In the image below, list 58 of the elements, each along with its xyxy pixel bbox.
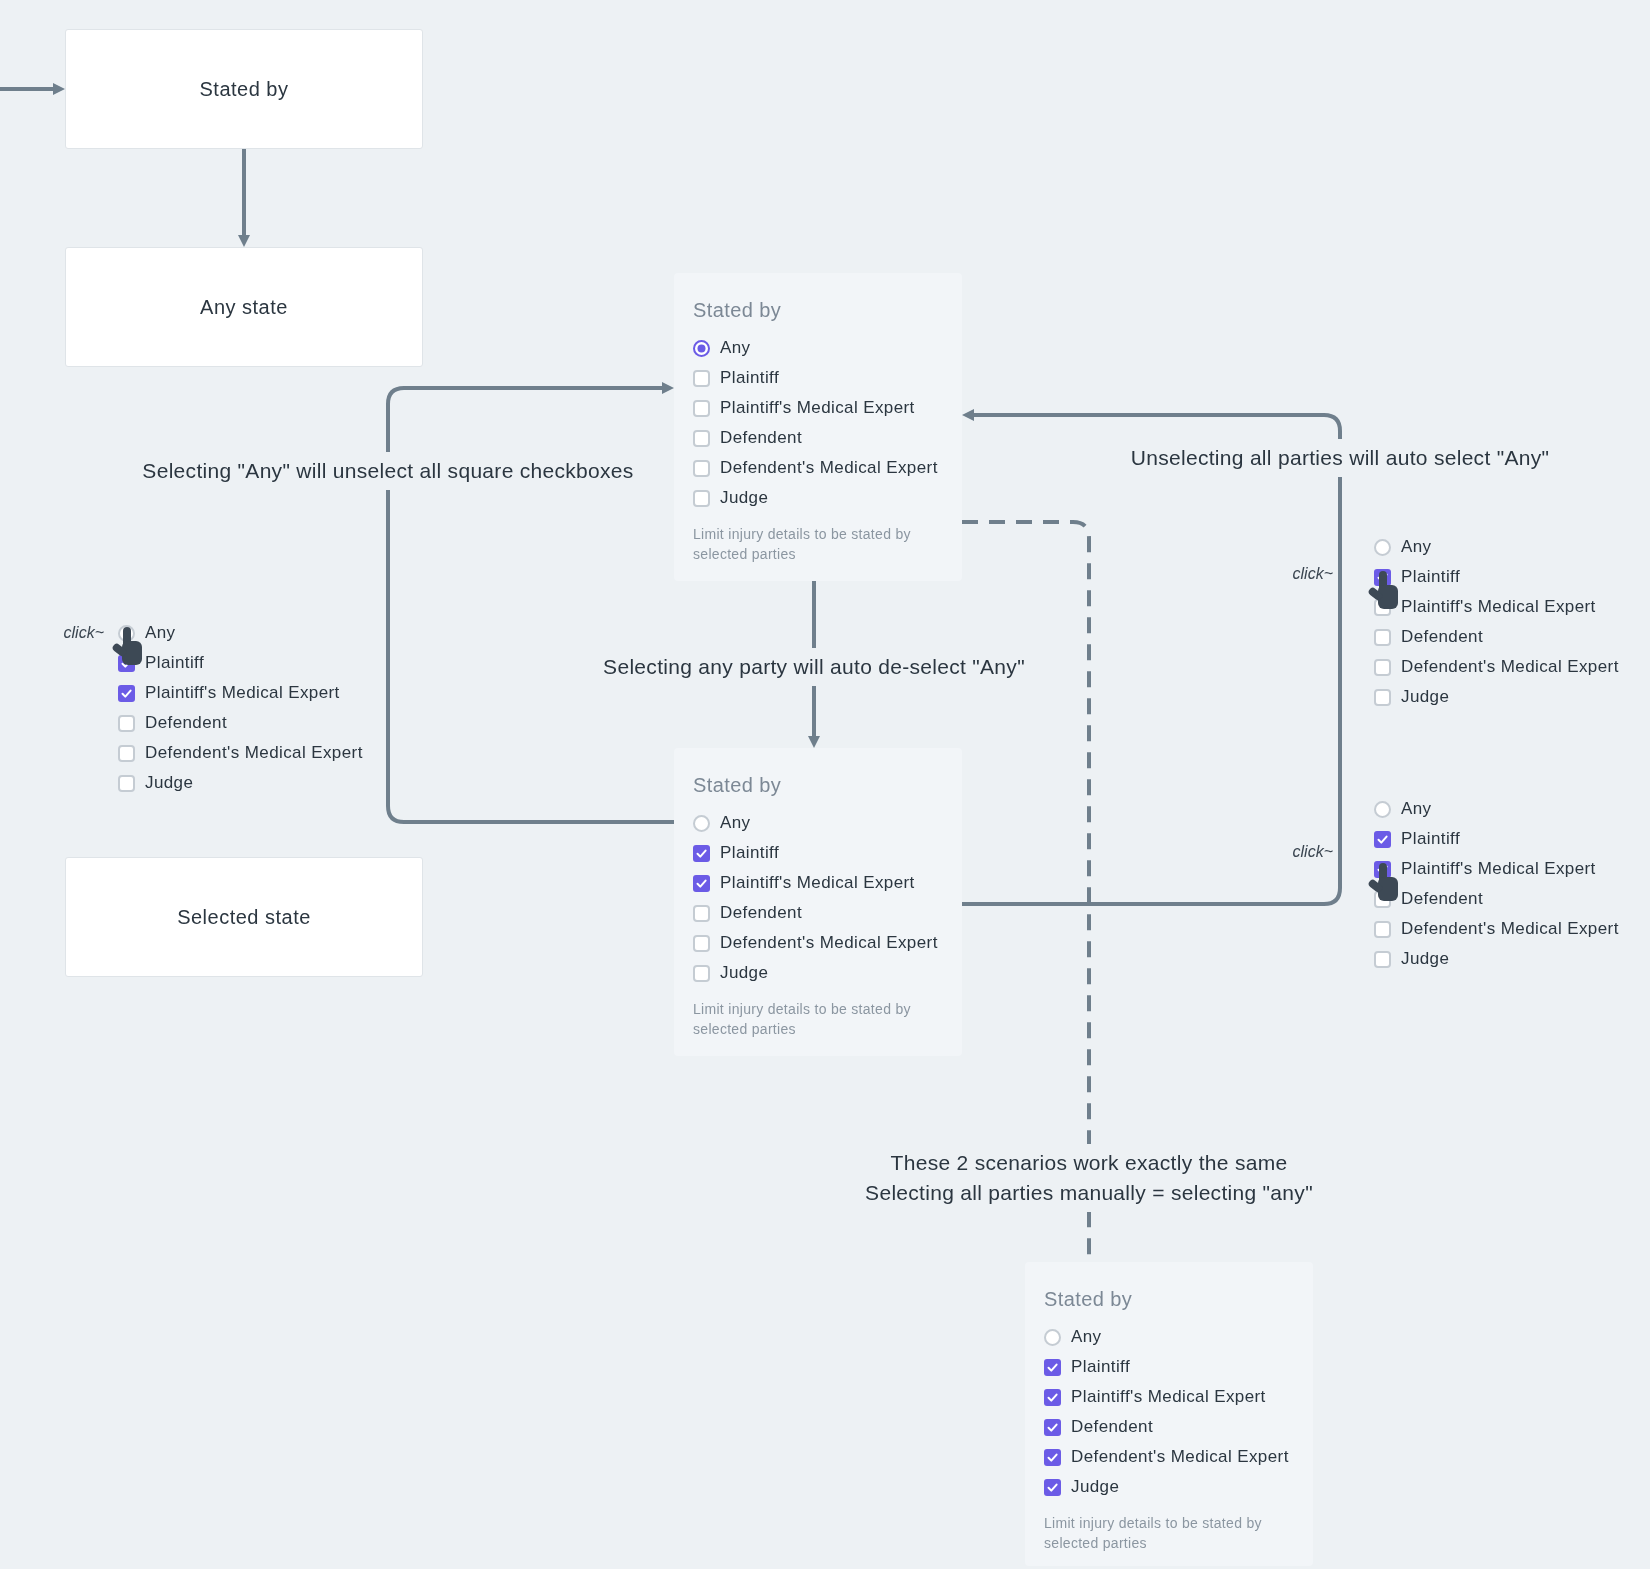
arrow xyxy=(238,149,250,247)
option-label: Any xyxy=(1071,1327,1102,1347)
option-label: Judge xyxy=(1401,949,1450,969)
filter-panel xyxy=(674,273,962,581)
option-label: Plaintiff's Medical Expert xyxy=(1071,1387,1266,1407)
option-label: Any xyxy=(145,623,176,643)
option-label: Plaintiff xyxy=(720,368,780,388)
option-label: Defendent xyxy=(720,428,803,448)
option-label: Defendent's Medical Expert xyxy=(720,933,938,953)
option-label: Defendent's Medical Expert xyxy=(1401,657,1619,677)
filter-panel xyxy=(674,748,962,1056)
option-label: Defendent's Medical Expert xyxy=(145,743,363,763)
option-label: Any xyxy=(720,338,751,358)
option-label: Defendent's Medical Expert xyxy=(1401,919,1619,939)
panel-heading: Stated by xyxy=(693,298,782,322)
click-hint: click~ xyxy=(1292,565,1333,583)
option-label: Plaintiff xyxy=(1071,1357,1131,1377)
panel-heading: Stated by xyxy=(1044,1287,1133,1311)
option-label: Plaintiff's Medical Expert xyxy=(1401,859,1596,879)
option-label: Judge xyxy=(720,488,769,508)
option-label: Plaintiff xyxy=(1401,829,1461,849)
helper-text: Limit injury details to be stated by selected parties xyxy=(693,525,912,564)
option-label: Plaintiff xyxy=(145,653,205,673)
state-card xyxy=(65,857,423,977)
helper-text: Limit injury details to be stated by selected parties xyxy=(693,1000,912,1039)
option-label: Judge xyxy=(145,773,194,793)
card-title: Stated by xyxy=(199,77,289,101)
option-label: Defendent xyxy=(1401,889,1484,909)
option-label: Defendent xyxy=(145,713,228,733)
option-label: Plaintiff's Medical Expert xyxy=(1401,597,1596,617)
filter-panel xyxy=(1025,1262,1313,1566)
option-label: Plaintiff xyxy=(720,843,780,863)
option-label: Any xyxy=(720,813,751,833)
option-label: Any xyxy=(1401,537,1432,557)
option-label: Judge xyxy=(1401,687,1450,707)
option-label: Plaintiff's Medical Expert xyxy=(145,683,340,703)
state-card xyxy=(65,29,423,149)
click-hint: click~ xyxy=(1292,843,1333,861)
option-label: Defendent xyxy=(1401,627,1484,647)
option-label: Plaintiff's Medical Expert xyxy=(720,398,915,418)
option-label: Any xyxy=(1401,799,1432,819)
arrow xyxy=(386,382,674,824)
option-label: Defendent xyxy=(720,903,803,923)
option-label: Defendent's Medical Expert xyxy=(1071,1447,1289,1467)
option-label: Plaintiff xyxy=(1401,567,1461,587)
option-label: Plaintiff's Medical Expert xyxy=(720,873,915,893)
option-label: Defendent's Medical Expert xyxy=(720,458,938,478)
card-title: Any state xyxy=(200,295,288,319)
arrow xyxy=(962,409,1342,906)
panel-heading: Stated by xyxy=(693,773,782,797)
option-label: Defendent xyxy=(1071,1417,1154,1437)
option-label: Judge xyxy=(1071,1477,1120,1497)
option-label: Judge xyxy=(720,963,769,983)
arrow xyxy=(0,83,65,95)
helper-text: Limit injury details to be stated by selected parties xyxy=(1044,1514,1263,1553)
click-hint: click~ xyxy=(63,624,104,642)
state-card xyxy=(65,247,423,367)
card-title: Selected state xyxy=(177,905,311,929)
